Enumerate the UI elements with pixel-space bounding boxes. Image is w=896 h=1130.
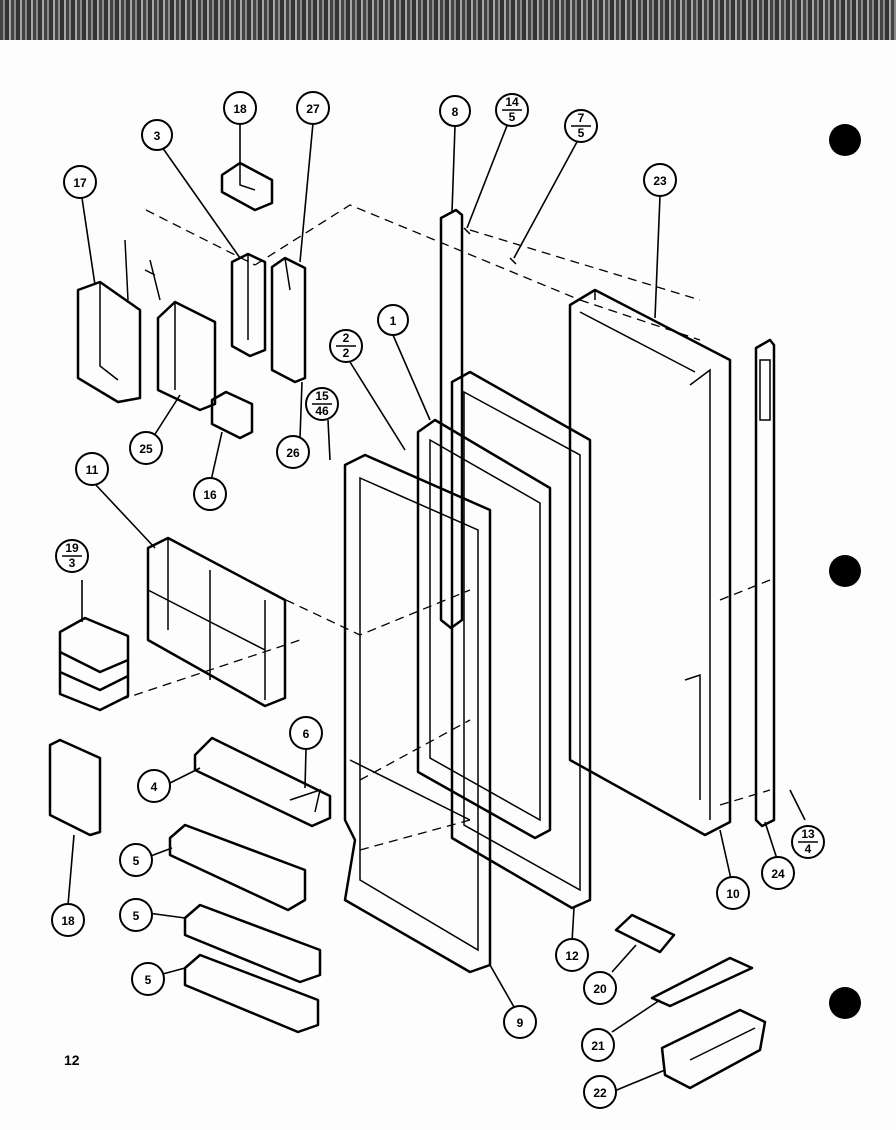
svg-text:46: 46 xyxy=(315,404,329,418)
svg-text:26: 26 xyxy=(286,446,300,460)
callout-18-bottom[interactable]: 18 xyxy=(51,903,85,937)
part-17-cover-panel xyxy=(76,239,161,404)
part-23-cabinet-liner xyxy=(568,288,732,837)
svg-text:5: 5 xyxy=(578,126,585,140)
svg-text:15: 15 xyxy=(315,389,329,403)
part-27-hinge-panel xyxy=(270,256,307,384)
part-18-bottom-panel xyxy=(48,738,102,837)
screws-14-7 xyxy=(463,227,517,265)
svg-text:1: 1 xyxy=(390,314,397,328)
callout-19-3[interactable]: 19 3 xyxy=(55,539,89,573)
svg-text:14: 14 xyxy=(505,95,519,109)
svg-text:9: 9 xyxy=(517,1016,524,1030)
callout-3[interactable]: 3 xyxy=(141,119,173,151)
svg-text:5: 5 xyxy=(509,110,516,124)
svg-text:8: 8 xyxy=(452,105,459,119)
callout-21[interactable]: 21 xyxy=(581,1028,615,1062)
svg-text:5: 5 xyxy=(145,973,152,987)
callout-22[interactable]: 22 xyxy=(583,1075,617,1109)
part-1-door-gasket xyxy=(416,418,552,840)
callout-5-upper[interactable]: 5 xyxy=(119,843,153,877)
page-number: 12 xyxy=(64,1052,80,1068)
part-4-door-bin xyxy=(193,736,332,828)
svg-text:23: 23 xyxy=(653,174,667,188)
callout-2-2[interactable]: 2 2 xyxy=(329,329,363,363)
svg-text:11: 11 xyxy=(86,463,99,477)
callout-15-46[interactable]: 15 46 xyxy=(305,387,339,421)
reference-lines xyxy=(119,204,771,851)
callout-4[interactable]: 4 xyxy=(137,769,171,803)
callout-8[interactable]: 8 xyxy=(439,95,471,127)
callout-7-5[interactable]: 7 5 xyxy=(564,109,598,143)
callout-9[interactable]: 9 xyxy=(503,1005,537,1039)
part-22-ice-bin xyxy=(660,1008,767,1090)
binder-hole-top xyxy=(829,124,861,156)
svg-text:5: 5 xyxy=(133,854,140,868)
svg-text:3: 3 xyxy=(154,129,161,143)
svg-text:25: 25 xyxy=(139,442,153,456)
callout-27[interactable]: 27 xyxy=(296,91,330,125)
callout-1[interactable]: 1 xyxy=(377,304,409,336)
svg-text:13: 13 xyxy=(801,827,815,841)
callout-6[interactable]: 6 xyxy=(289,716,323,750)
svg-text:16: 16 xyxy=(203,488,217,502)
svg-text:10: 10 xyxy=(726,887,740,901)
svg-text:2: 2 xyxy=(343,331,350,345)
part-9-inner-door-liner xyxy=(343,453,492,974)
svg-text:18: 18 xyxy=(61,914,75,928)
part-21-shelf-cover xyxy=(650,956,754,1008)
part-19-stacked-trays xyxy=(58,616,130,712)
binder-hole-bottom xyxy=(829,987,861,1019)
callout-24[interactable]: 24 xyxy=(761,856,795,890)
scanned-top-edge xyxy=(0,0,896,40)
svg-text:3: 3 xyxy=(69,556,76,570)
svg-text:4: 4 xyxy=(805,842,812,856)
part-12-outer-door xyxy=(450,370,592,910)
part-11-shelf-unit xyxy=(146,536,287,708)
svg-text:19: 19 xyxy=(65,541,79,555)
leader-lines xyxy=(67,117,806,1093)
part-3-bracket-panel xyxy=(230,252,267,358)
callout-18-top[interactable]: 18 xyxy=(223,91,257,125)
svg-text:6: 6 xyxy=(303,727,310,741)
part-25-insulation-block xyxy=(156,300,217,412)
callout-10[interactable]: 10 xyxy=(716,876,750,910)
callout-26[interactable]: 26 xyxy=(276,435,310,469)
svg-text:5: 5 xyxy=(133,909,140,923)
svg-text:18: 18 xyxy=(233,102,247,116)
svg-text:17: 17 xyxy=(73,176,87,190)
part-20-small-tray xyxy=(614,913,676,954)
callout-13-4[interactable]: 13 4 xyxy=(791,825,825,859)
callout-20[interactable]: 20 xyxy=(583,971,617,1005)
callout-5-lower[interactable]: 5 xyxy=(131,962,165,996)
part-8-trim-strip xyxy=(439,208,464,630)
callout-17[interactable]: 17 xyxy=(63,165,97,199)
part-24-hinge-rail xyxy=(754,338,776,828)
svg-text:27: 27 xyxy=(306,102,320,116)
part-5-door-shelves xyxy=(168,823,322,1034)
svg-text:20: 20 xyxy=(593,982,607,996)
callout-5-middle[interactable]: 5 xyxy=(119,898,153,932)
callout-12[interactable]: 12 xyxy=(555,938,589,972)
callout-16[interactable]: 16 xyxy=(193,477,227,511)
svg-text:12: 12 xyxy=(565,949,579,963)
svg-text:22: 22 xyxy=(593,1086,607,1100)
callout-23[interactable]: 23 xyxy=(643,163,677,197)
svg-text:24: 24 xyxy=(771,867,785,881)
binder-hole-middle xyxy=(829,555,861,587)
svg-text:2: 2 xyxy=(343,346,350,360)
svg-text:4: 4 xyxy=(151,780,158,794)
svg-text:7: 7 xyxy=(578,111,585,125)
part-16-foam-block xyxy=(210,390,254,440)
callout-25[interactable]: 25 xyxy=(129,431,163,465)
part-18-foam-block-top xyxy=(220,161,274,212)
callout-11[interactable]: 11 xyxy=(75,452,109,486)
callout-14-5[interactable]: 14 5 xyxy=(495,93,529,127)
svg-text:21: 21 xyxy=(591,1039,605,1053)
